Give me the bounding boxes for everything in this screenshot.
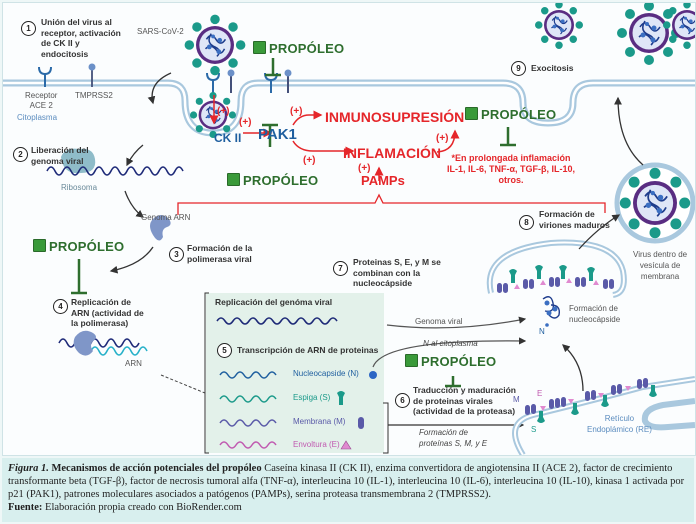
pak1-label: PAK1 (258, 126, 297, 143)
propoleo-square-icon (227, 173, 240, 186)
propoleo-inhibitor: PROPÓLEO (227, 173, 318, 188)
protein-n-label: Nucleocapside (N) (293, 369, 359, 378)
step-number: 8 (519, 215, 534, 230)
step-text: Replicación de ARN (actividad de la poli… (71, 297, 144, 328)
n-cytoplasm-label: N al citoplasma (423, 339, 478, 348)
step-text: Liberación del genoma viral (31, 145, 89, 166)
genome-rna-label: Genoma ARN (141, 213, 191, 222)
cytokines-note-line: otros. (498, 175, 524, 185)
step-number: 1 (21, 21, 36, 36)
protein-e-label: Envoltura (E) (293, 440, 340, 449)
exocytosed-virus-icon (534, 3, 584, 50)
tmprss2-label: TMPRSS2 (75, 91, 113, 100)
tmprss2-icon (88, 63, 96, 87)
plus-label: (+) (290, 106, 303, 117)
caption-title: Mecanismos de acción potenciales del pro… (51, 463, 262, 474)
propoleo-inhibitor: PROPÓLEO (253, 41, 344, 56)
sars-cov2-label: SARS-CoV-2 (137, 27, 184, 36)
step-number: 9 (511, 61, 526, 76)
step-text: Formación de la polimerasa viral (187, 243, 253, 264)
cytokines-note: *En prolongada inflamación IL-1, IL-6, T… (447, 153, 575, 186)
step-number: 3 (169, 247, 184, 262)
step-text: Unión del virus al receptor, activación … (41, 17, 121, 59)
genome-viral-label: Genoma viral (415, 317, 463, 326)
step-number: 2 (13, 147, 28, 162)
ribosome-label: Ribosoma (61, 183, 98, 192)
plus-label: (+) (436, 133, 449, 144)
nucleocapsid-icon (369, 371, 377, 379)
ribosome-icon (61, 148, 96, 174)
propoleo-label: PROPÓLEO (49, 239, 125, 254)
rna-strand-icon (90, 346, 148, 356)
plus-label: (+) (217, 106, 230, 117)
inmunosupresion-label: INMUNOSUPRESIÓN (325, 109, 465, 125)
ck2-label: CK II (214, 131, 242, 145)
step-number: 4 (53, 299, 68, 314)
rna-label: ARN (125, 359, 142, 368)
membrane-protein-icon (358, 417, 364, 429)
source-text: Elaboración propia creado con BioRender.… (42, 502, 242, 513)
ace2-label: Receptor ACE 2 (25, 91, 58, 110)
m-label: M (513, 395, 520, 404)
n-label: N (539, 327, 545, 336)
plus-label: (+) (358, 163, 371, 174)
step-text: Traducción y maduración de proteinas vir… (413, 385, 516, 416)
diagram-panel: 1 Unión del virus al receptor, activació… (2, 2, 696, 456)
cytokines-note-line: *En prolongada inflamación (451, 153, 571, 163)
polymerase-icon (150, 215, 171, 241)
step-text: Transcripción de ARN de proteinas (237, 345, 379, 355)
propoleo-label: PROPÓLEO (421, 354, 497, 369)
citoplasma-label: Citoplasma (17, 113, 58, 122)
s-label: S (531, 425, 537, 434)
envelope-protein-icon (340, 440, 352, 450)
er-label: Retículo Endoplámico (RE) (587, 414, 652, 434)
inflamacion-label: INFLAMACIÓN (343, 145, 441, 161)
step-number: 7 (333, 261, 348, 276)
protein-m-label: Membrana (M) (293, 417, 346, 426)
propoleo-inhibitor: PROPÓLEO (33, 239, 124, 254)
protein-s-label: Espiga (S) (293, 393, 331, 402)
plus-label: (+) (239, 117, 252, 128)
replication-box (206, 293, 384, 453)
genome-rna-icon (46, 166, 184, 176)
propoleo-square-icon (405, 354, 418, 367)
step-text: Proteinas S, E, y M se combinan con la n… (353, 257, 441, 288)
propoleo-label: PROPÓLEO (481, 107, 557, 122)
propoleo-square-icon (465, 107, 478, 120)
protein-formation-label: Formación de proteínas S, M, y E (419, 428, 488, 448)
e-label: E (537, 389, 543, 398)
spike-protein-icon (337, 391, 345, 405)
nucleocapsid-formation-label: Formación de nucleocápside (569, 304, 621, 324)
propoleo-inhibitor: PROPÓLEO (465, 107, 556, 122)
propoleo-inhibitor: PROPÓLEO (405, 354, 496, 369)
step-text: Formación de viriones maduros (539, 209, 610, 230)
propoleo-square-icon (33, 239, 46, 252)
source-label: Fuente: (8, 502, 43, 513)
plus-label: (+) (303, 155, 316, 166)
ace2-receptor-icon (38, 66, 52, 87)
step-text: Exocitosis (531, 63, 574, 73)
propoleo-label: PROPÓLEO (243, 173, 319, 188)
caption-body: Caseína kinasa II (CK II), enzima conver… (8, 463, 685, 500)
cytokines-note-line: IL-1, IL-6, TNF-α, TGF-β, IL-10, (447, 164, 576, 174)
diagram-graphics (3, 3, 695, 455)
pamps-label: PAMPs (361, 173, 405, 188)
virus-vesicle-label: Virus dentro de vesícula de membrana (633, 250, 688, 281)
replication-box-title: Replicación del genóma viral (215, 297, 333, 307)
step-number: 6 (395, 393, 410, 408)
propoleo-square-icon (253, 41, 266, 54)
step-number: 5 (217, 343, 232, 358)
figure-label: Figura 1. (8, 463, 49, 474)
virus-in-vesicle-icon (618, 166, 692, 240)
figure-caption: Figura 1. Mecanismos de acción potencial… (2, 458, 694, 522)
sars-cov2-virus-icon (183, 13, 247, 77)
propoleo-label: PROPÓLEO (269, 41, 345, 56)
